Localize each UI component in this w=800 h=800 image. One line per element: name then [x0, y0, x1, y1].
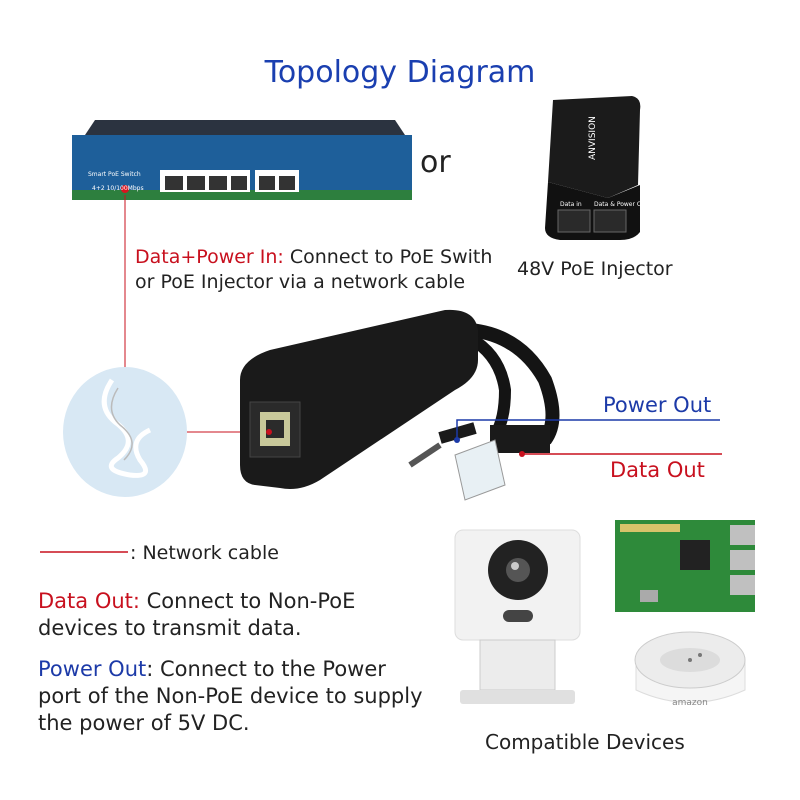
compatible-devices-label: Compatible Devices: [485, 730, 685, 754]
raspberry-pi-image: [615, 520, 755, 612]
injector-brand: ANVISION: [588, 116, 598, 160]
legend-text: : Network cable: [130, 542, 279, 564]
power-out-text: : Connect to the Power port of the Non-P…: [38, 657, 423, 735]
power-out-label: Power Out: [603, 393, 712, 417]
poe-switch-image: Smart PoE Switch 4+2 10/100Mbps: [72, 120, 412, 200]
power-out-highlight: Power Out: [38, 657, 147, 681]
coiled-cable-image: [63, 367, 187, 497]
poe-splitter-image: [240, 309, 560, 501]
data-out-label: Data Out: [610, 458, 705, 482]
echo-dot-image: amazon: [634, 631, 746, 708]
injector-port-data-in: Data in: [560, 201, 582, 208]
data-power-in-note: Data+Power In: Connect to PoE Swith or P…: [135, 245, 495, 295]
data-out-note: Data Out: Connect to Non-PoE devices to …: [38, 588, 398, 642]
or-text: or: [420, 145, 451, 180]
injector-label: 48V PoE Injector: [517, 258, 673, 280]
poe-injector-image: Data in Data & Power Out ANVISION: [545, 96, 648, 240]
camera-image: [454, 529, 581, 704]
data-power-in-text: Connect to PoE Swith or PoE Injector via…: [135, 246, 493, 293]
switch-sublabel: 4+2 10/100Mbps: [92, 185, 144, 192]
echo-label: amazon: [672, 698, 708, 708]
injector-port-power-out: Data & Power Out: [594, 201, 648, 208]
page-title: Topology Diagram: [264, 55, 536, 90]
power-out-note: Power Out: Connect to the Power port of …: [38, 656, 428, 737]
data-out-text: Connect to Non-PoE devices to transmit d…: [38, 589, 356, 640]
power-out-line: [456, 419, 720, 440]
switch-label: Smart PoE Switch: [88, 171, 141, 178]
data-power-in-highlight: Data+Power In:: [135, 246, 284, 268]
data-out-highlight: Data Out:: [38, 589, 140, 613]
